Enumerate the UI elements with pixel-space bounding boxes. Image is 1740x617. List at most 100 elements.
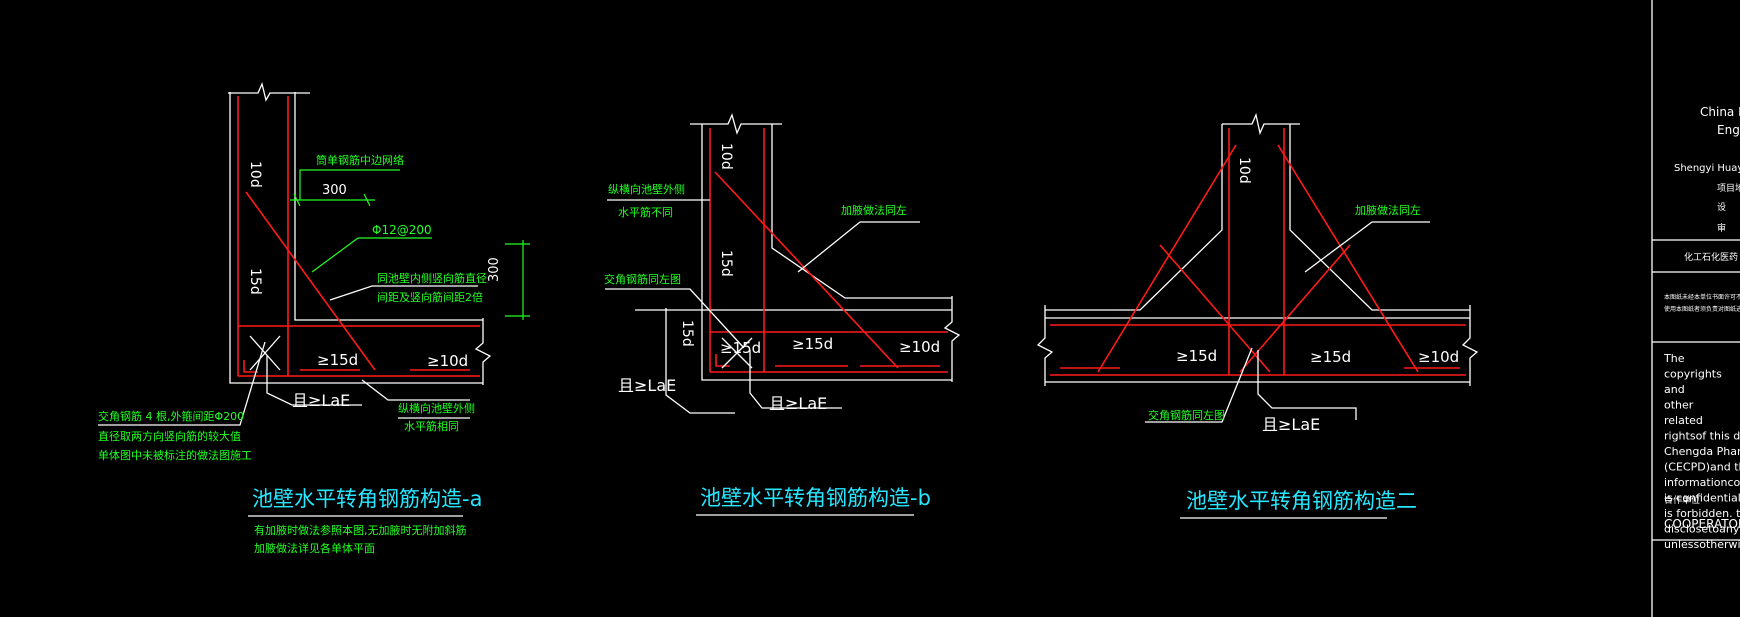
detail-a-label-corner-1: 交角钢筋 4 根,外箍间距Φ200 — [98, 409, 244, 423]
detail-b-label-outer-1: 纵横向池壁外侧 — [608, 182, 685, 196]
title-block-copyright-line: unlessotherwis — [1664, 538, 1740, 551]
detail-c-wall-right-side — [1289, 124, 1470, 311]
title-block-project: 化工石化医药 平面 — [1684, 251, 1740, 263]
title-block-copyright-line: (CECPD)and th — [1664, 461, 1740, 474]
detail-b-corner-cross-2 — [721, 337, 753, 369]
detail-b-right-break-line — [943, 296, 961, 382]
title-block-copyright-line: other — [1664, 399, 1694, 412]
detail-c-label-haunch: 加腋做法同左 — [1355, 203, 1421, 217]
detail-b-leader-haunch — [797, 221, 920, 273]
title-block-stamp: 合作单位 — [1664, 494, 1700, 506]
title-block-copyright-line: is forbidden. t — [1664, 507, 1740, 520]
title-block-copyright-line: The — [1663, 352, 1685, 365]
detail-c-dim-15d-a: ≥15d — [1176, 347, 1217, 365]
title-block-field-2: 设 — [1717, 202, 1726, 213]
detail-c-leader-corner — [1145, 347, 1253, 423]
detail-b-dim-15d-vertical: 15d — [718, 250, 734, 277]
detail-c-rebar-haunch-left — [1159, 244, 1271, 373]
detail-b-dim-10d-b: ≥10d — [899, 338, 940, 356]
title-block-copyright: The copyrights and other related rightsof thi… — [1663, 352, 1740, 551]
detail-b-label-corner: 交角钢筋同左图 — [604, 272, 681, 286]
detail-b-label-outer-2: 水平筋不同 — [618, 205, 673, 219]
detail-b-lae-bottom: 且≥LaE — [769, 394, 827, 413]
title-block-copyright-line: rightsof this d — [1664, 430, 1740, 443]
detail-a-dim-300-h-tick-1 — [293, 193, 301, 207]
detail-c-top-break-line — [1222, 112, 1300, 136]
detail-b: 10d 15d 15d ≥15d ≥15d ≥10d 且≥LaE 且≥LaE 纵… — [604, 113, 961, 516]
detail-a-label-hor-2: 水平筋相同 — [404, 419, 459, 433]
detail-a-top-break-line — [228, 82, 310, 102]
detail-c-leader-haunch — [1304, 221, 1430, 273]
detail-c-rebar-diagonal-left — [1097, 144, 1237, 373]
detail-a-label-same-2: 间距及竖向筋间距2倍 — [377, 290, 483, 304]
detail-c-dim-15d-b: ≥15d — [1310, 348, 1351, 366]
title-block-copyright-line: is confidential — [1664, 492, 1740, 505]
detail-a-leader-corner — [98, 341, 266, 426]
detail-a-label-hor-1: 纵横向池壁外侧 — [398, 401, 475, 415]
detail-a-dim-15d-vertical: 15d — [247, 268, 263, 295]
detail-a-note-2: 加腋做法详见各单体平面 — [254, 541, 375, 555]
detail-a-label-corner-2: 直径取两方向竖向筋的较大值 — [98, 429, 241, 443]
detail-a-leader-single — [299, 169, 400, 200]
detail-a-wall-outer-outline — [229, 92, 483, 384]
detail-b-dim-10d: 10d — [718, 143, 734, 170]
detail-a-right-break-line — [474, 318, 492, 385]
detail-c-rebar-diagonal-right — [1277, 144, 1419, 373]
title-block-copyright-line: copyrights — [1664, 368, 1722, 381]
detail-b-title: 池壁水平转角钢筋构造-b — [700, 486, 931, 510]
title-block-copyright-line: Chengda Pharm — [1664, 445, 1740, 458]
title-block-company-1: China E — [1700, 105, 1740, 119]
detail-c-dim-10d: 10d — [1236, 157, 1252, 184]
detail-a-lae-leader — [266, 355, 362, 406]
detail-a-leader-same — [329, 285, 478, 301]
detail-c-title: 池壁水平转角钢筋构造二 — [1186, 489, 1417, 513]
detail-a-rebar-hook — [243, 360, 258, 373]
detail-b-top-break-line — [690, 113, 782, 135]
title-block-cooperator: COOPERATOR: — [1664, 517, 1740, 531]
detail-b-rebar-hook — [715, 354, 730, 367]
title-block-company-2: Eng — [1717, 123, 1740, 137]
detail-b-rebar-diagonal — [714, 171, 899, 369]
title-block-copyright-line: and — [1664, 383, 1685, 396]
detail-c-dim-10d-b: ≥10d — [1418, 348, 1459, 366]
detail-a-title: 池壁水平转角钢筋构造-a — [252, 487, 482, 511]
title-block-copyright-line: related — [1664, 414, 1703, 427]
detail-b-dim-15d-vertical-2: 15d — [679, 320, 695, 347]
title-block-note-1: 本图纸未经本单位书面许可不得复制或转给第三方使用 — [1664, 293, 1740, 301]
title-block-location: Shengyi Huayua — [1674, 163, 1740, 174]
title-block: China E Eng Shengyi Huayua 项目地址 设 审 化工石化… — [1651, 0, 1740, 617]
title-block-field-3: 审 — [1717, 222, 1726, 234]
detail-c-label-corner: 交角钢筋同左图 — [1148, 408, 1225, 422]
detail-a-wall-inner-outline — [294, 92, 483, 321]
detail-a-label-same-1: 同池壁内侧竖向筋直径 — [377, 271, 487, 285]
detail-c-wall-left-side — [1045, 124, 1223, 311]
detail-b-lae-bottom-leader — [749, 350, 842, 409]
detail-a: 10d 15d ≥15d ≥10d 且≥LaE 300 300 筒单钢筋中边网络… — [98, 82, 530, 555]
detail-a-label-single: 筒单钢筋中边网络 — [316, 153, 404, 167]
detail-a-corner-cross-2 — [249, 335, 281, 371]
title-block-copyright-line: informationcon — [1664, 476, 1740, 489]
detail-a-dim-300-v: 300 — [487, 257, 502, 282]
detail-a-lae: 且≥LaE — [292, 391, 350, 410]
detail-c-left-break-line — [1036, 305, 1054, 386]
detail-b-dim-15d-b: ≥15d — [792, 335, 833, 353]
detail-a-leader-hor — [361, 379, 470, 401]
detail-a-dim-300-h-tick-2 — [363, 193, 371, 207]
detail-a-label-bar: Φ12@200 — [372, 223, 432, 237]
detail-b-lae-left-leader — [665, 308, 735, 414]
detail-b-wall-outer-outline — [701, 124, 952, 381]
detail-c-lae: 且≥LaE — [1262, 415, 1320, 434]
title-block-field-1: 项目地址 — [1717, 182, 1740, 194]
detail-a-label-corner-3: 单体图中未被标注的做法图施工 — [98, 448, 252, 462]
detail-b-dim-15d-a: ≥15d — [720, 339, 761, 357]
detail-c-right-break-line — [1461, 305, 1479, 386]
detail-b-label-haunch: 加腋做法同左 — [841, 203, 907, 217]
detail-c-lae-leader — [1257, 350, 1357, 420]
title-block-note-2: 使用本图纸者须负责对图纸进行核对 — [1664, 305, 1740, 313]
detail-b-leader-corner — [605, 288, 745, 349]
detail-a-leader-bar — [311, 237, 432, 273]
detail-a-rebar-diagonal — [245, 191, 376, 371]
detail-a-dim-15d: ≥15d — [317, 351, 358, 369]
detail-b-lae-left: 且≥LaE — [618, 376, 676, 395]
